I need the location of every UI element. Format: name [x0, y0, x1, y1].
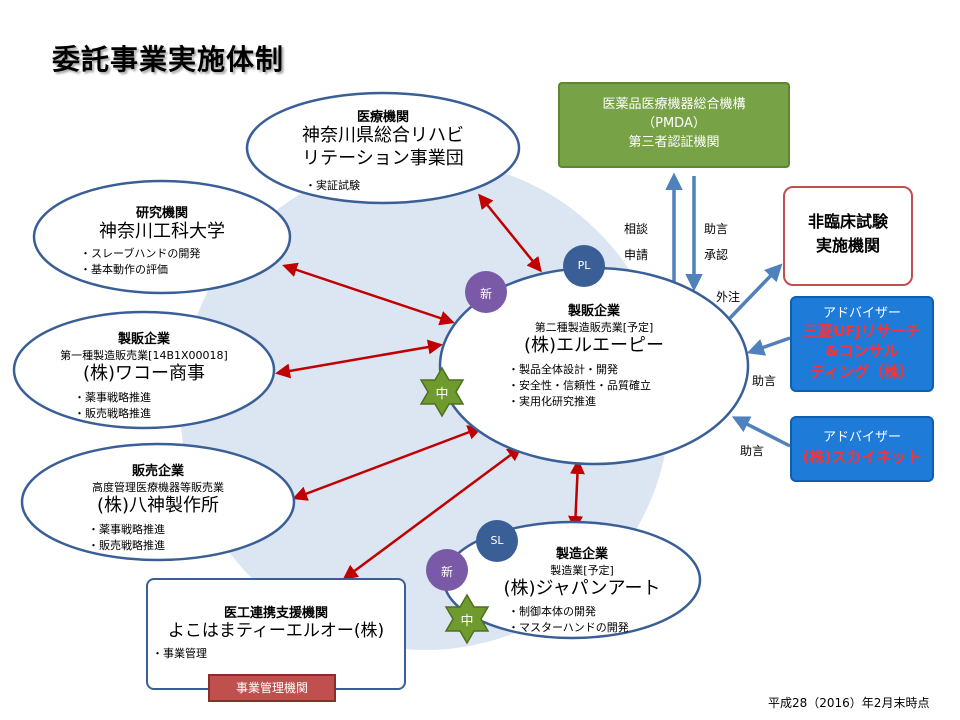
pmda-line1: 医薬品医療機器総合機構: [602, 97, 746, 112]
manufacturer-bullet-2: マスターハンドの開発: [508, 620, 629, 636]
support-box: 医工連携支援機関 よこはまティーエルオー(株) 事業管理: [146, 578, 406, 690]
maker1-bullets: 薬事戦略推進 販売戦略推進: [74, 390, 151, 422]
new-badge-manufacturer-label: 新: [440, 565, 453, 579]
footer-date: 平成28（2016）年2月末時点: [768, 696, 930, 710]
pmda-box: 医薬品医療機器総合機構 （PMDA） 第三者認証機関: [558, 82, 790, 168]
hospital-node: 医療機関 神奈川県総合リハビ リテーション事業団: [283, 106, 483, 170]
lead-bullet-1: 製品全体設計・開発: [508, 362, 651, 378]
sales-node: 販売企業 高度管理医療機器等販売業 (株)八神製作所: [48, 460, 268, 518]
sales-bullets: 薬事戦略推進 販売戦略推進: [88, 522, 165, 554]
label-advice-adv2: 助言: [740, 444, 765, 458]
lead-bullet-3: 実用化研究推進: [508, 394, 651, 410]
lead-bullets: 製品全体設計・開発 安全性・信頼性・品質確立 実用化研究推進: [508, 362, 651, 410]
arrow-support-lead: [342, 446, 523, 580]
support-category: 医工連携支援機関: [223, 606, 328, 621]
new-badge-manufacturer: [426, 549, 468, 591]
nonclinical-line2: 実施機関: [815, 236, 880, 255]
support-bullets: 事業管理: [152, 646, 207, 662]
sales-bullet-2: 販売戦略推進: [88, 538, 165, 554]
maker1-bullet-1: 薬事戦略推進: [74, 390, 151, 406]
new-badge-lead: [465, 271, 507, 313]
label-consult: 相談: [624, 222, 649, 236]
lead-name: (株)エルエーピー: [523, 335, 665, 356]
research-node: 研究機関 神奈川工科大学: [62, 202, 262, 244]
advisor2-role: アドバイザー: [822, 430, 901, 445]
advisor2-name: (株)スカイネット: [802, 448, 922, 466]
arrow-maker1-lead: [275, 339, 443, 379]
sl-badge: [476, 520, 518, 562]
hospital-bullet-1: 実証試験: [305, 178, 360, 194]
pmda-line3: 第三者認証機関: [628, 134, 720, 150]
research-bullet-2: 基本動作の評価: [80, 262, 200, 278]
label-apply: 申請: [624, 248, 649, 262]
arrow-hospital-lead: [478, 193, 542, 273]
management-tag: 事業管理機関: [208, 674, 336, 702]
sales-category: 販売企業: [131, 464, 184, 479]
lead-bullet-2: 安全性・信頼性・品質確立: [508, 378, 651, 394]
lead-sub: 第二種製造販売業[予定]: [534, 321, 654, 334]
research-bullet-1: スレーブハンドの開発: [80, 246, 200, 262]
advisor1-line2: &コンサル: [825, 342, 899, 361]
maker1-sub: 第一種製造販売業[14B1X00018]: [60, 349, 228, 362]
hospital-name-line1: 神奈川県総合リハビ: [302, 125, 464, 146]
advisor1-line3: ティング（株）: [809, 362, 915, 381]
label-advice: 助言: [704, 222, 729, 236]
manufacturer-node: 製造企業 製造業[予定] (株)ジャパンアート: [482, 543, 682, 601]
research-category: 研究機関: [135, 206, 188, 221]
research-bullets: スレーブハンドの開発 基本動作の評価: [80, 246, 200, 278]
label-advice-adv1: 助言: [752, 374, 777, 388]
maker1-bullet-2: 販売戦略推進: [74, 406, 151, 422]
lead-node: 製販企業 第二種製造販売業[予定] (株)エルエーピー: [494, 300, 694, 358]
support-bullet-1: 事業管理: [152, 646, 207, 662]
sales-sub: 高度管理医療機器等販売業: [92, 481, 224, 494]
manufacturer-bullets: 制御本体の開発 マスターハンドの開発: [508, 604, 629, 636]
maker1-node: 製販企業 第一種製造販売業[14B1X00018] (株)ワコー商事: [34, 328, 254, 386]
lead-category: 製販企業: [567, 304, 620, 319]
pl-badge-label: PL: [577, 259, 591, 272]
arrow-outsource: [728, 263, 783, 320]
support-name: よこはまティーエルオー(株): [167, 621, 385, 641]
manufacturer-sub: 製造業[予定]: [550, 564, 614, 577]
manufacturer-category: 製造企業: [555, 547, 608, 562]
arrow-lead-manufacturer: [568, 459, 585, 531]
sl-badge-label: SL: [490, 534, 504, 547]
page-title: 委託事業実施体制: [52, 43, 285, 76]
label-outsource: 外注: [716, 290, 741, 304]
hospital-category: 医療機関: [356, 110, 409, 125]
mid-star-lead: [419, 366, 465, 418]
pmda-line2: （PMDA）: [642, 115, 706, 131]
advisor2-box: アドバイザー (株)スカイネット: [790, 416, 934, 482]
hospital-bullets: 実証試験: [305, 178, 360, 194]
nonclinical-box: 非臨床試験 実施機関: [783, 186, 913, 286]
mid-star-lead-label: 中: [435, 387, 449, 402]
advisor1-role: アドバイザー: [822, 306, 901, 321]
advisor1-box: アドバイザー 三菱UFJリサーチ &コンサル ティング（株）: [790, 296, 934, 392]
new-badge-lead-label: 新: [479, 287, 492, 301]
manufacturer-bullet-1: 制御本体の開発: [508, 604, 629, 620]
hospital-ellipse: [245, 91, 521, 205]
pl-badge: [563, 245, 605, 287]
maker1-name: (株)ワコー商事: [82, 363, 206, 384]
hospital-name-line2: リテーション事業団: [302, 147, 464, 169]
label-approve: 承認: [704, 248, 729, 262]
advisor1-line1: 三菱UFJリサーチ: [802, 322, 921, 340]
arrow-research-lead: [282, 262, 455, 326]
mid-star-manufacturer: [444, 593, 490, 645]
arrow-advisor1: [746, 336, 791, 356]
manufacturer-name: (株)ジャパンアート: [503, 578, 661, 599]
sales-bullet-1: 薬事戦略推進: [88, 522, 165, 538]
sales-name: (株)八神製作所: [96, 495, 220, 516]
arrow-advisor2: [731, 416, 791, 448]
nonclinical-line1: 非臨床試験: [807, 212, 888, 231]
maker1-category: 製販企業: [117, 332, 170, 347]
mid-star-manufacturer-label: 中: [460, 614, 474, 629]
research-name: 神奈川工科大学: [99, 221, 225, 242]
